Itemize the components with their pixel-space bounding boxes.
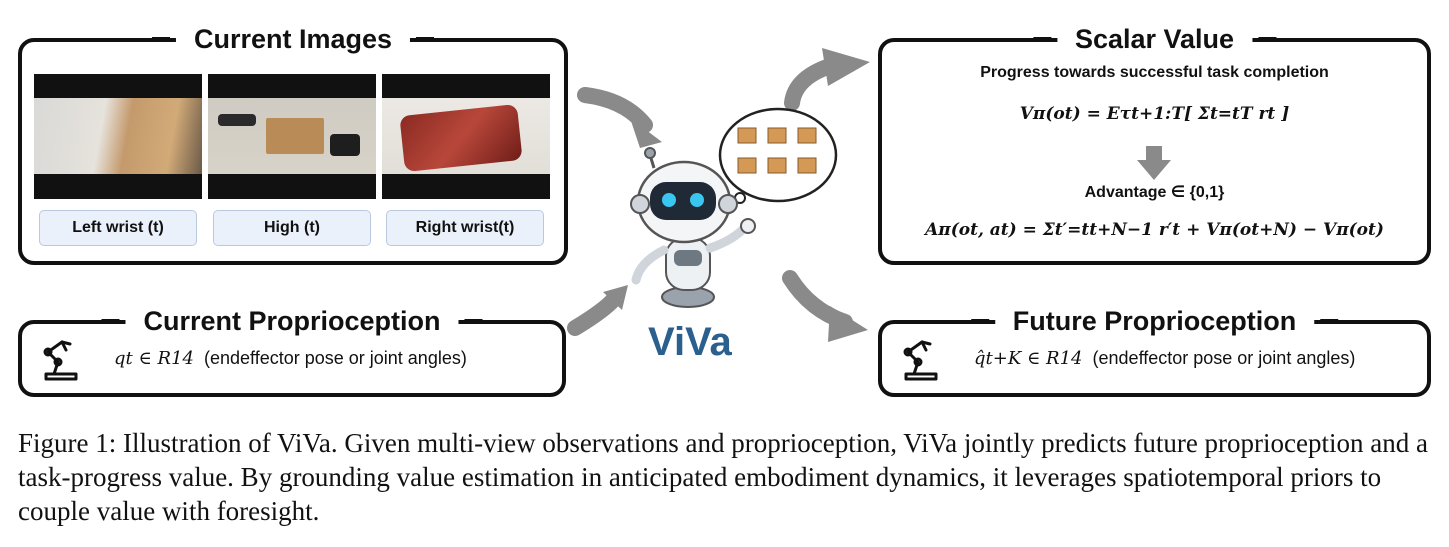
model-name: ViVa bbox=[648, 320, 732, 365]
caption-label: Figure 1: bbox=[18, 428, 116, 458]
figure-caption: Figure 1: Illustration of ViVa. Given mu… bbox=[18, 426, 1433, 528]
caption-text: Illustration of ViVa. Given multi-view o… bbox=[18, 428, 1428, 526]
